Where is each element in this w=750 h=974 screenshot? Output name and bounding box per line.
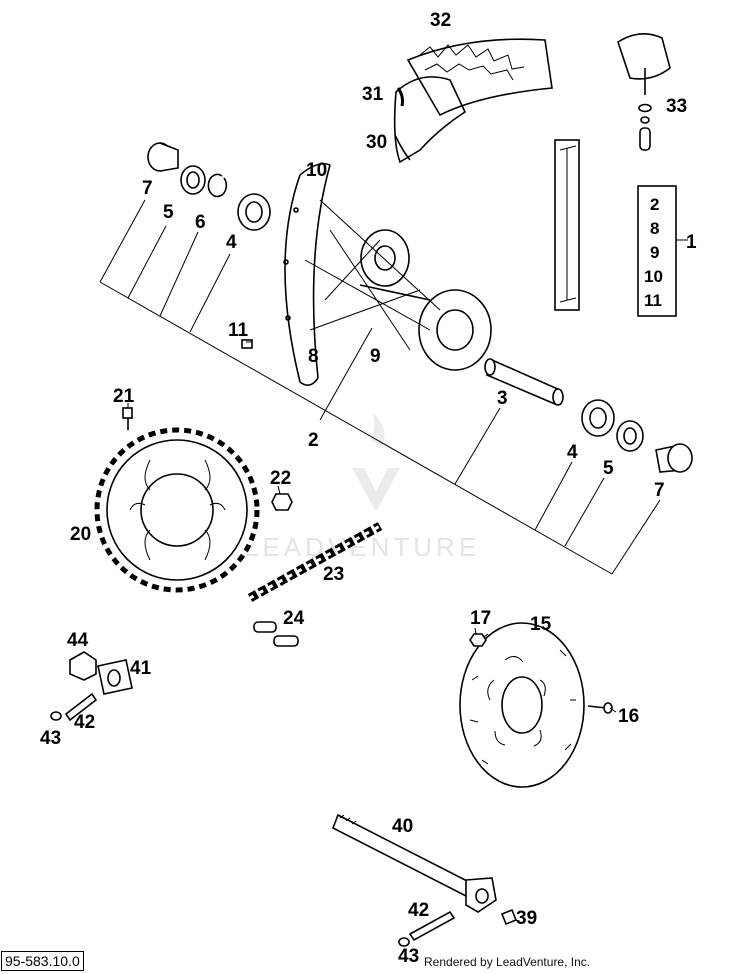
callout-22: 22 [270,468,291,489]
callout-5-left: 5 [163,202,174,223]
callout-5-right: 5 [603,458,614,479]
brake-disc [459,622,613,788]
callout-21: 21 [113,386,135,407]
tire-and-tube [393,38,553,164]
callout-41: 41 [130,658,152,679]
chain-adjuster [50,651,133,722]
callout-leaders [127,341,617,713]
rim-and-hub [241,162,492,386]
left-bearing-stack [147,142,271,231]
callout-labels: 32 31 30 33 1 10 7 5 6 4 11 8 9 2 3 4 5 … [40,10,697,967]
callout-42-left: 42 [74,712,95,733]
callout-4-right: 4 [567,442,578,463]
watermark: LEADVENTURE [244,412,476,562]
valve-parts [617,33,671,151]
kit-box: 2 8 9 10 11 [637,185,688,317]
rear-sprocket [94,407,260,593]
kit-item-10: 10 [644,267,663,286]
callout-42-bottom: 42 [408,900,429,921]
kit-item-11: 11 [644,291,662,310]
callout-10: 10 [306,160,327,181]
callout-40: 40 [392,816,413,837]
spoke [554,139,580,311]
callout-1: 1 [686,232,697,253]
kit-item-8: 8 [650,219,659,238]
kit-item-2: 2 [650,195,659,214]
callout-24: 24 [283,608,305,629]
callout-33: 33 [666,96,687,117]
callout-8: 8 [308,346,319,367]
callout-30: 30 [366,132,387,153]
callout-7-left: 7 [142,178,153,199]
rendered-by-credit: Rendered by LeadVenture, Inc. [424,955,591,969]
callout-16: 16 [618,706,639,727]
callout-6: 6 [195,212,206,233]
callout-43-left: 43 [40,728,61,749]
callout-20: 20 [70,524,91,545]
callout-4-left: 4 [226,232,237,253]
callout-32: 32 [430,10,451,31]
callout-3: 3 [497,388,508,409]
callout-31: 31 [362,84,384,105]
spacer-tube [484,358,564,406]
chain-master-link [253,621,299,647]
sprocket-nut [271,493,293,511]
callout-7-right: 7 [654,480,665,501]
callout-44: 44 [67,630,89,651]
diagram-reference-code: 95-583.10.0 [1,951,84,971]
callout-43-bottom: 43 [398,946,419,967]
callout-15: 15 [530,614,552,635]
callout-2: 2 [308,430,319,451]
callout-9: 9 [370,346,381,367]
rear-axle [331,813,518,947]
right-bearing-stack [581,399,693,473]
callout-39: 39 [516,908,537,929]
callout-23: 23 [323,564,344,585]
assembly-leader-lines [99,199,661,575]
kit-item-9: 9 [650,243,659,262]
callout-17: 17 [470,608,491,629]
drive-chain [247,522,383,602]
callout-11: 11 [228,320,249,341]
